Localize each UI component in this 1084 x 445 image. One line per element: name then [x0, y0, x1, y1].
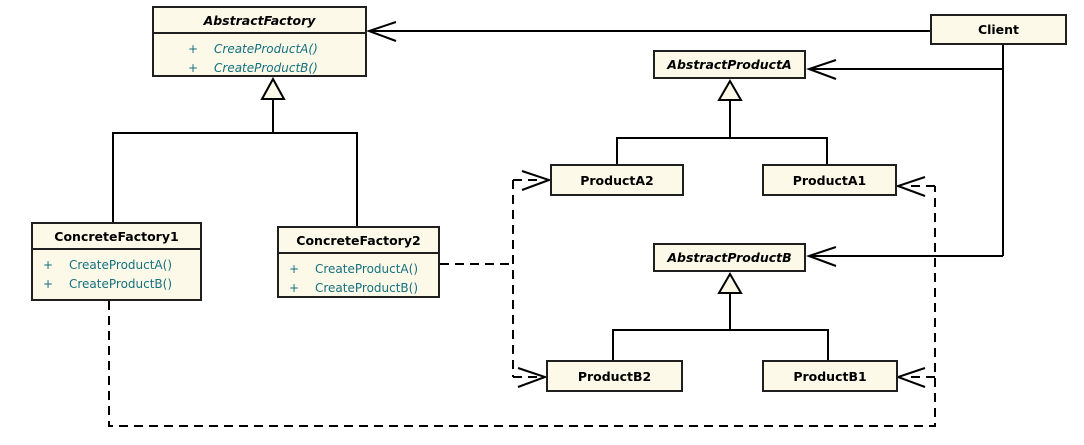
inheritance-triangle-icon — [717, 79, 743, 101]
class-box-producta1[interactable]: ProductA1 — [762, 164, 897, 196]
class-title: AbstractProductA — [667, 57, 792, 72]
open-arrowhead-icon — [805, 246, 837, 267]
class-title: ProductB1 — [793, 368, 867, 384]
method-row: + CreateProductA() — [289, 262, 419, 276]
edge-generalization-product-b — [612, 272, 829, 360]
class-title: ProductA2 — [580, 172, 654, 188]
class-title: ConcreteFactory1 — [54, 229, 179, 244]
open-arrowhead-icon — [894, 176, 926, 197]
class-box-concretefactory1[interactable]: ConcreteFactory1 + CreateProductA() + Cr… — [31, 222, 202, 301]
class-box-abstractfactory[interactable]: AbstractFactory + CreateProductA() + Cre… — [152, 6, 367, 77]
class-box-producta2[interactable]: ProductA2 — [550, 164, 684, 196]
class-box-concretefactory2[interactable]: ConcreteFactory2 + CreateProductA() + Cr… — [277, 226, 440, 298]
method-row: + CreateProductB() — [188, 60, 318, 75]
method-row: + CreateProductB() — [43, 276, 173, 291]
method-row: + CreateProductA() — [43, 258, 173, 272]
class-box-abstractproducta[interactable]: AbstractProductA — [653, 50, 806, 79]
class-title: AbstractFactory — [203, 13, 316, 28]
methods-compartment: + CreateProductA() + CreateProductB() — [154, 32, 365, 83]
open-arrowhead-icon — [894, 367, 926, 388]
edge-generalization-product-a — [616, 79, 828, 164]
edge-client-abstractfactory — [365, 21, 930, 42]
inheritance-triangle-icon — [260, 76, 286, 100]
open-arrowhead-icon — [521, 170, 553, 191]
class-box-productb2[interactable]: ProductB2 — [546, 360, 683, 392]
edge-dependency-concretefactory1 — [108, 176, 936, 427]
open-arrowhead-icon — [365, 21, 397, 42]
class-box-productb1[interactable]: ProductB1 — [762, 360, 898, 392]
edge-generalization-factories — [112, 76, 358, 226]
class-title: ProductB2 — [577, 368, 652, 384]
open-arrowhead-icon — [517, 367, 549, 388]
edge-client-abstractproducts — [805, 45, 1004, 267]
open-arrowhead-icon — [805, 59, 837, 80]
class-title: AbstractProductB — [667, 250, 792, 265]
method-row: + CreateProductA() — [188, 42, 318, 56]
class-title: ProductA1 — [792, 172, 867, 188]
method-row: + CreateProductB() — [289, 280, 419, 295]
methods-compartment: + CreateProductA() + CreateProductB() — [33, 248, 200, 299]
edge-dependency-concretefactory2 — [440, 170, 553, 388]
inheritance-triangle-icon — [717, 272, 743, 294]
class-box-abstractproductb[interactable]: AbstractProductB — [653, 243, 806, 272]
methods-compartment: + CreateProductA() + CreateProductB() — [279, 252, 438, 303]
class-box-client[interactable]: Client — [930, 14, 1067, 45]
class-title: Client — [977, 22, 1020, 37]
class-title: ConcreteFactory2 — [296, 233, 421, 248]
